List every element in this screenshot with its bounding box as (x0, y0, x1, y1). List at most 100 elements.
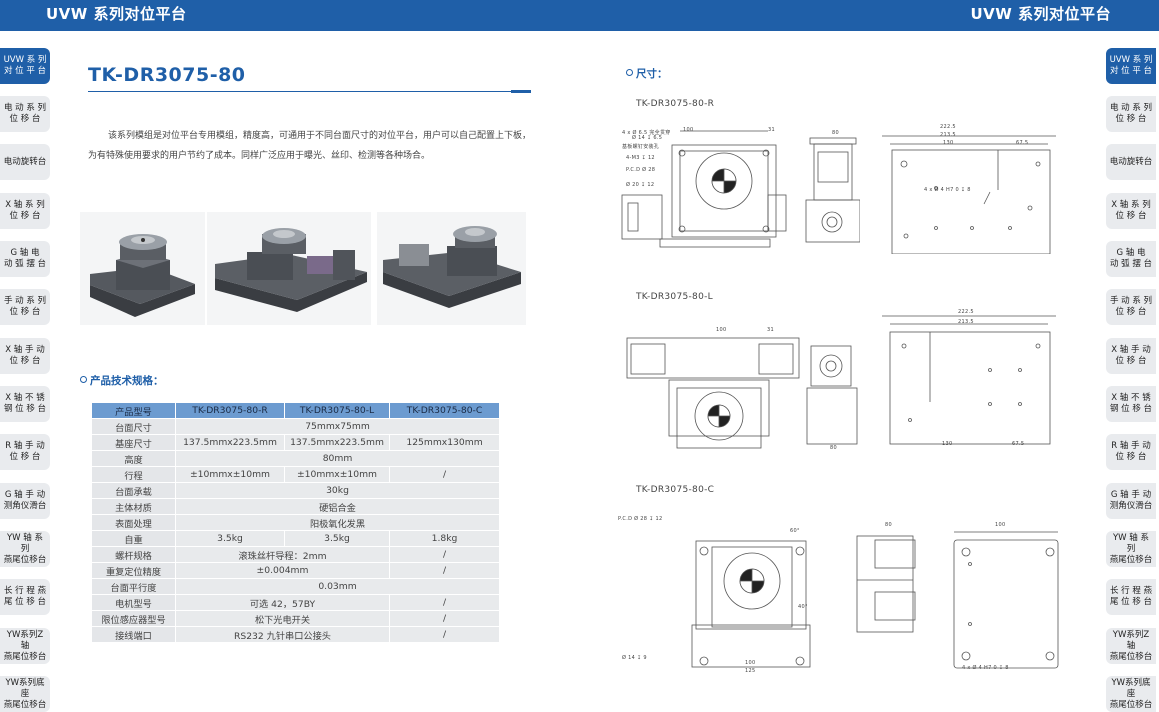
sidebar-item-8[interactable]: R 轴 手 动 位 移 台 (0, 434, 50, 470)
dim-l-5: 67.5 (1012, 441, 1025, 447)
spec-value: 3.5kg (284, 530, 390, 547)
sidebar-item-2[interactable]: 电动旋转台 (1106, 144, 1156, 180)
spec-value: 硬铝合金 (175, 498, 500, 515)
sidebar-item-4[interactable]: G 轴 电 动 弧 摆 台 (1106, 241, 1156, 277)
drawing-r-top-view (620, 123, 790, 253)
sidebar-item-7[interactable]: X 轴 不 锈 钢 位 移 台 (1106, 386, 1156, 422)
note-c-0: P.C.D Ø 28 ↧ 12 (618, 516, 663, 522)
sidebar-item-1[interactable]: 电 动 系 列 位 移 台 (1106, 96, 1156, 132)
spec-value: 可选 42，57BY (175, 594, 390, 611)
spec-header: 产品型号 (91, 402, 176, 419)
drawing-label-r: TK-DR3075-80-R (636, 99, 715, 109)
spec-value: 0.03mm (175, 578, 500, 595)
note-r-4: P.C.D Ø 28 (626, 167, 656, 173)
product-description: 该系列模组是对位平台专用模组，精度高，可通用于不同台面尺寸的对位平台，用户可以自… (88, 131, 532, 161)
product-photo-l (207, 212, 371, 325)
dim-l-2: 100 (716, 327, 727, 333)
spec-value: ±10mmx±10mm (175, 466, 285, 483)
dim-r-5: 67.5 (1016, 140, 1029, 146)
note-r-0: 4 x Ø 6.5 完全贯穿 (622, 130, 671, 136)
drawing-r-base-view (880, 128, 1060, 254)
sidebar-item-6[interactable]: X 轴 手 动 位 移 台 (0, 338, 50, 374)
note-r-5: Ø 20 ↧ 12 (626, 182, 655, 188)
header-title-left: UVW 系列对位平台 (46, 5, 187, 23)
dim-c-3: 100 (995, 522, 1006, 528)
spec-value: 1.8kg (389, 530, 500, 547)
sidebar-item-8[interactable]: R 轴 手 动 位 移 台 (1106, 434, 1156, 470)
sidebar-item-9[interactable]: G 轴 手 动 测角仪滑台 (0, 483, 50, 519)
spec-table-header: 产品型号 TK-DR3075-80-R TK-DR3075-80-L TK-DR… (91, 402, 500, 419)
sidebar-item-1[interactable]: 电 动 系 列 位 移 台 (0, 96, 50, 132)
product-photo-c (377, 212, 526, 325)
note-r-1: Ø 14 ↧ 6.5 (632, 135, 663, 141)
product-photo-r (80, 212, 205, 325)
sidebar-item-10[interactable]: YW 轴 系 列 燕尾位移台 (1106, 531, 1156, 567)
sidebar-item-0[interactable]: UVW 系 列 对 位 平 台 (0, 48, 50, 84)
spec-value: / (389, 610, 500, 627)
drawing-c-side-view (855, 528, 920, 638)
spec-label: 接线端口 (91, 626, 176, 643)
spec-table: 产品型号 TK-DR3075-80-R TK-DR3075-80-L TK-DR… (91, 402, 500, 643)
spec-label: 重复定位精度 (91, 562, 176, 579)
sidebar-item-7[interactable]: X 轴 不 锈 钢 位 移 台 (0, 386, 50, 422)
dimension-section-title: 尺寸： (626, 66, 668, 81)
spec-value: ±10mmx±10mm (284, 466, 390, 483)
sidebar-item-10[interactable]: YW 轴 系 列 燕尾位移台 (0, 531, 50, 567)
spec-value: 松下光电开关 (175, 610, 390, 627)
sidebar-item-3[interactable]: X 轴 系 列 位 移 台 (0, 193, 50, 229)
spec-value: / (389, 546, 500, 563)
dim-c-7: 40° (798, 604, 808, 610)
table-row: 表面处理阳极氧化发黑 (91, 514, 500, 531)
sidebar-item-11[interactable]: 长 行 程 燕 尾 位 移 台 (1106, 579, 1156, 615)
dim-r-3: 213.5 (940, 132, 956, 138)
header-bar: UVW 系列对位平台 UVW 系列对位平台 (0, 0, 1159, 31)
dim-r-6: 80 (832, 130, 839, 136)
dim-r-4: 130 (943, 140, 954, 146)
drawing-label-c: TK-DR3075-80-C (636, 485, 715, 495)
sidebar-item-13[interactable]: YW系列底座 燕尾位移台 (0, 676, 50, 712)
header-title-right: UVW 系列对位平台 (970, 5, 1111, 23)
spec-value: 滚珠丝杆导程：2mm (175, 546, 390, 563)
spec-value: 125mmx130mm (389, 434, 500, 451)
sidebar-item-12[interactable]: YW系列Z轴 燕尾位移台 (1106, 628, 1156, 664)
spec-value: 75mmx75mm (175, 418, 500, 435)
sidebar-item-3[interactable]: X 轴 系 列 位 移 台 (1106, 193, 1156, 229)
sidebar-item-5[interactable]: 手 动 系 列 位 移 台 (0, 289, 50, 325)
sidebar-item-12[interactable]: YW系列Z轴 燕尾位移台 (0, 628, 50, 664)
drawing-c-top-view (690, 525, 820, 675)
spec-value: 80mm (175, 450, 500, 467)
dim-r-1: 31 (768, 127, 775, 133)
spec-header: TK-DR3075-80-C (389, 402, 500, 419)
dim-l-6: 80 (830, 445, 837, 451)
sidebar-item-5[interactable]: 手 动 系 列 位 移 台 (1106, 289, 1156, 325)
dim-c-1: 125 (745, 668, 756, 674)
sidebar-item-4[interactable]: G 轴 电 动 弧 摆 台 (0, 241, 50, 277)
spec-value: RS232 九针串口公接头 (175, 626, 390, 643)
dim-r-2: 222.5 (940, 124, 956, 130)
spec-label: 行程 (91, 466, 176, 483)
drawing-r-side-view (800, 128, 860, 248)
dim-l-3: 31 (767, 327, 774, 333)
sidebar-item-11[interactable]: 长 行 程 燕 尾 位 移 台 (0, 579, 50, 615)
sidebar-item-9[interactable]: G 轴 手 动 测角仪滑台 (1106, 483, 1156, 519)
bullet-icon (626, 69, 633, 76)
sidebar-item-0[interactable]: UVW 系 列 对 位 平 台 (1106, 48, 1156, 84)
spec-value: ±0.004mm (175, 562, 390, 579)
spec-value: / (389, 562, 500, 579)
sidebar-item-2[interactable]: 电动旋转台 (0, 144, 50, 180)
table-row: 主体材质硬铝合金 (91, 498, 500, 515)
sidebar-item-6[interactable]: X 轴 手 动 位 移 台 (1106, 338, 1156, 374)
drawing-l-top-view (625, 330, 800, 452)
spec-label: 台面平行度 (91, 578, 176, 595)
spec-value: 30kg (175, 482, 500, 499)
drawing-l-side-view (805, 340, 860, 448)
sidebar-item-13[interactable]: YW系列底座 燕尾位移台 (1106, 676, 1156, 712)
table-row: 行程±10mmx±10mm±10mmx±10mm/ (91, 466, 500, 483)
note-c-1: Ø 14 ↧ 9 (622, 655, 647, 661)
spec-label: 主体材质 (91, 498, 176, 515)
